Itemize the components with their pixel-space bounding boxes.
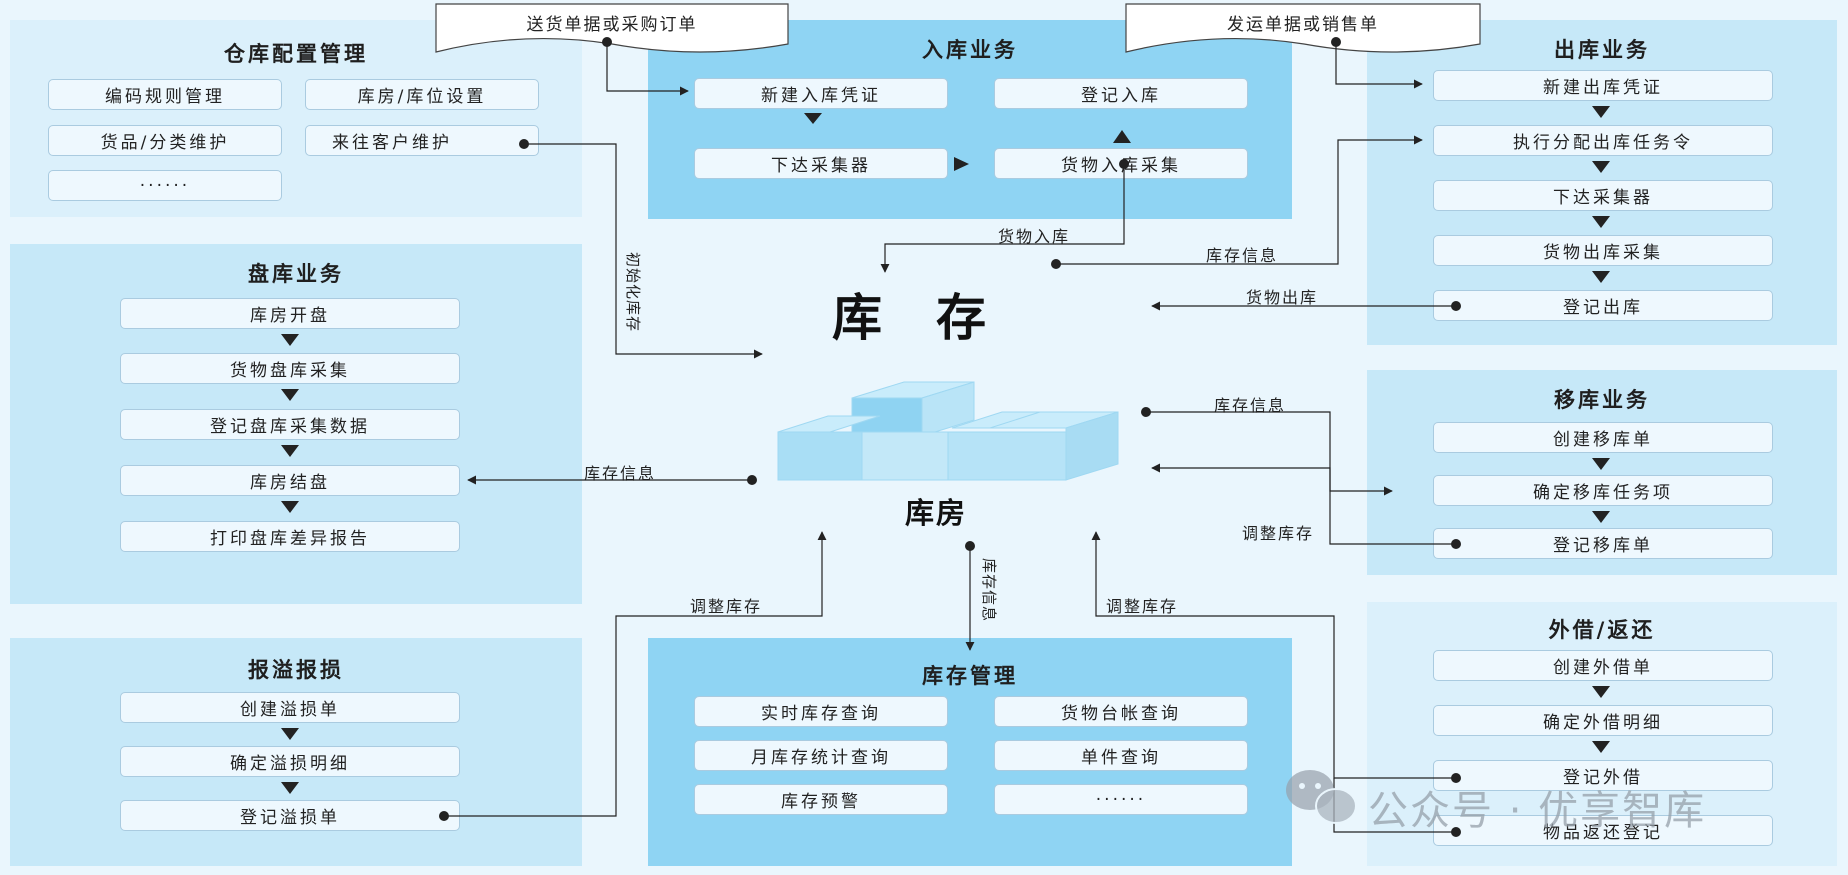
panel-title: 报溢报损 <box>248 658 344 682</box>
watermark-text: 公众号 · 优享智库 <box>1368 788 1707 834</box>
box-open-stocktake[interactable]: 库房开盘 <box>120 298 460 329</box>
document-icon-inbound <box>435 3 789 53</box>
box-goods-ledger-query[interactable]: 货物台帐查询 <box>994 696 1248 727</box>
box-new-inbound-voucher[interactable]: 新建入库凭证 <box>694 78 948 109</box>
box-dispatch-collector-in[interactable]: 下达采集器 <box>694 148 948 179</box>
panel-title: 入库业务 <box>922 38 1018 62</box>
box-create-overflow-loss[interactable]: 创建溢损单 <box>120 692 460 723</box>
label-stock-info-stocktake: 库存信息 <box>584 464 657 483</box>
box-code-rules[interactable]: 编码规则管理 <box>48 79 282 110</box>
box-register-overflow-loss[interactable]: 登记溢损单 <box>120 800 460 831</box>
label-init-stock: 初始化库存 <box>624 252 642 333</box>
flow-arrows <box>281 106 1610 794</box>
label-stock-info-transfer: 库存信息 <box>1214 396 1287 415</box>
label-goods-in: 货物入库 <box>998 227 1071 246</box>
box-register-outbound[interactable]: 登记出库 <box>1433 290 1773 321</box>
panel-inbound: 入库业务 <box>648 20 1292 219</box>
label-stock-info-mgmt: 库存信息 <box>980 558 998 623</box>
box-dispatch-collector-out[interactable]: 下达采集器 <box>1433 180 1773 211</box>
warehouse-label: 库房 <box>905 496 968 530</box>
box-goods-outbound-collect[interactable]: 货物出库采集 <box>1433 235 1773 266</box>
label-adjust-transfer: 调整库存 <box>1242 524 1315 543</box>
box-stocktake-collect[interactable]: 货物盘库采集 <box>120 353 460 384</box>
box-new-outbound-voucher[interactable]: 新建出库凭证 <box>1433 70 1773 101</box>
box-close-stocktake[interactable]: 库房结盘 <box>120 465 460 496</box>
box-assign-outbound-task[interactable]: 执行分配出库任务令 <box>1433 125 1773 156</box>
box-register-transfer[interactable]: 登记移库单 <box>1433 528 1773 559</box>
box-register-stocktake-data[interactable]: 登记盘库采集数据 <box>120 409 460 440</box>
box-storage-location-setup[interactable]: 库房/库位设置 <box>305 79 539 110</box>
box-confirm-transfer-task[interactable]: 确定移库任务项 <box>1433 475 1773 506</box>
connector-dots <box>439 37 1461 837</box>
label-adjust-overflow: 调整库存 <box>690 597 763 616</box>
panel-title: 仓库配置管理 <box>224 42 368 66</box>
panel-title: 出库业务 <box>1554 38 1650 62</box>
box-realtime-stock-query[interactable]: 实时库存查询 <box>694 696 948 727</box>
box-stock-alert[interactable]: 库存预警 <box>694 784 948 815</box>
box-goods-category[interactable]: 货品/分类维护 <box>48 125 282 156</box>
box-print-diff-report[interactable]: 打印盘库差异报告 <box>120 521 460 552</box>
warehouse-cubes-icon <box>777 381 1119 481</box>
center-title-inventory: 库 存 <box>832 288 988 347</box>
box-create-lending[interactable]: 创建外借单 <box>1433 650 1773 681</box>
box-client-maintenance[interactable]: 来往客户维护 <box>305 125 539 156</box>
panel-title: 外借/返还 <box>1548 618 1656 642</box>
box-more[interactable]: ······ <box>48 170 282 201</box>
box-confirm-overflow-loss[interactable]: 确定溢损明细 <box>120 746 460 777</box>
box-single-item-query[interactable]: 单件查询 <box>994 740 1248 771</box>
panel-title: 盘库业务 <box>248 262 344 286</box>
doc-label-outbound: 发运单据或销售单 <box>1227 14 1379 35</box>
label-goods-out: 货物出库 <box>1246 288 1319 307</box>
box-register-lending[interactable]: 登记外借 <box>1433 760 1773 791</box>
box-return-register[interactable]: 物品返还登记 <box>1433 815 1773 846</box>
label-adjust-lending: 调整库存 <box>1106 597 1179 616</box>
box-monthly-stock-query[interactable]: 月库存统计查询 <box>694 740 948 771</box>
box-create-transfer[interactable]: 创建移库单 <box>1433 422 1773 453</box>
box-confirm-lending[interactable]: 确定外借明细 <box>1433 705 1773 736</box>
box-more-mgmt[interactable]: ······ <box>994 784 1248 815</box>
label-stock-info-outbound: 库存信息 <box>1206 246 1279 265</box>
panel-title: 移库业务 <box>1554 388 1650 412</box>
document-icon-outbound <box>1125 3 1481 53</box>
panel-title: 库存管理 <box>922 664 1018 688</box>
box-register-inbound[interactable]: 登记入库 <box>994 78 1248 109</box>
doc-label-inbound: 送货单据或采购订单 <box>526 14 698 35</box>
